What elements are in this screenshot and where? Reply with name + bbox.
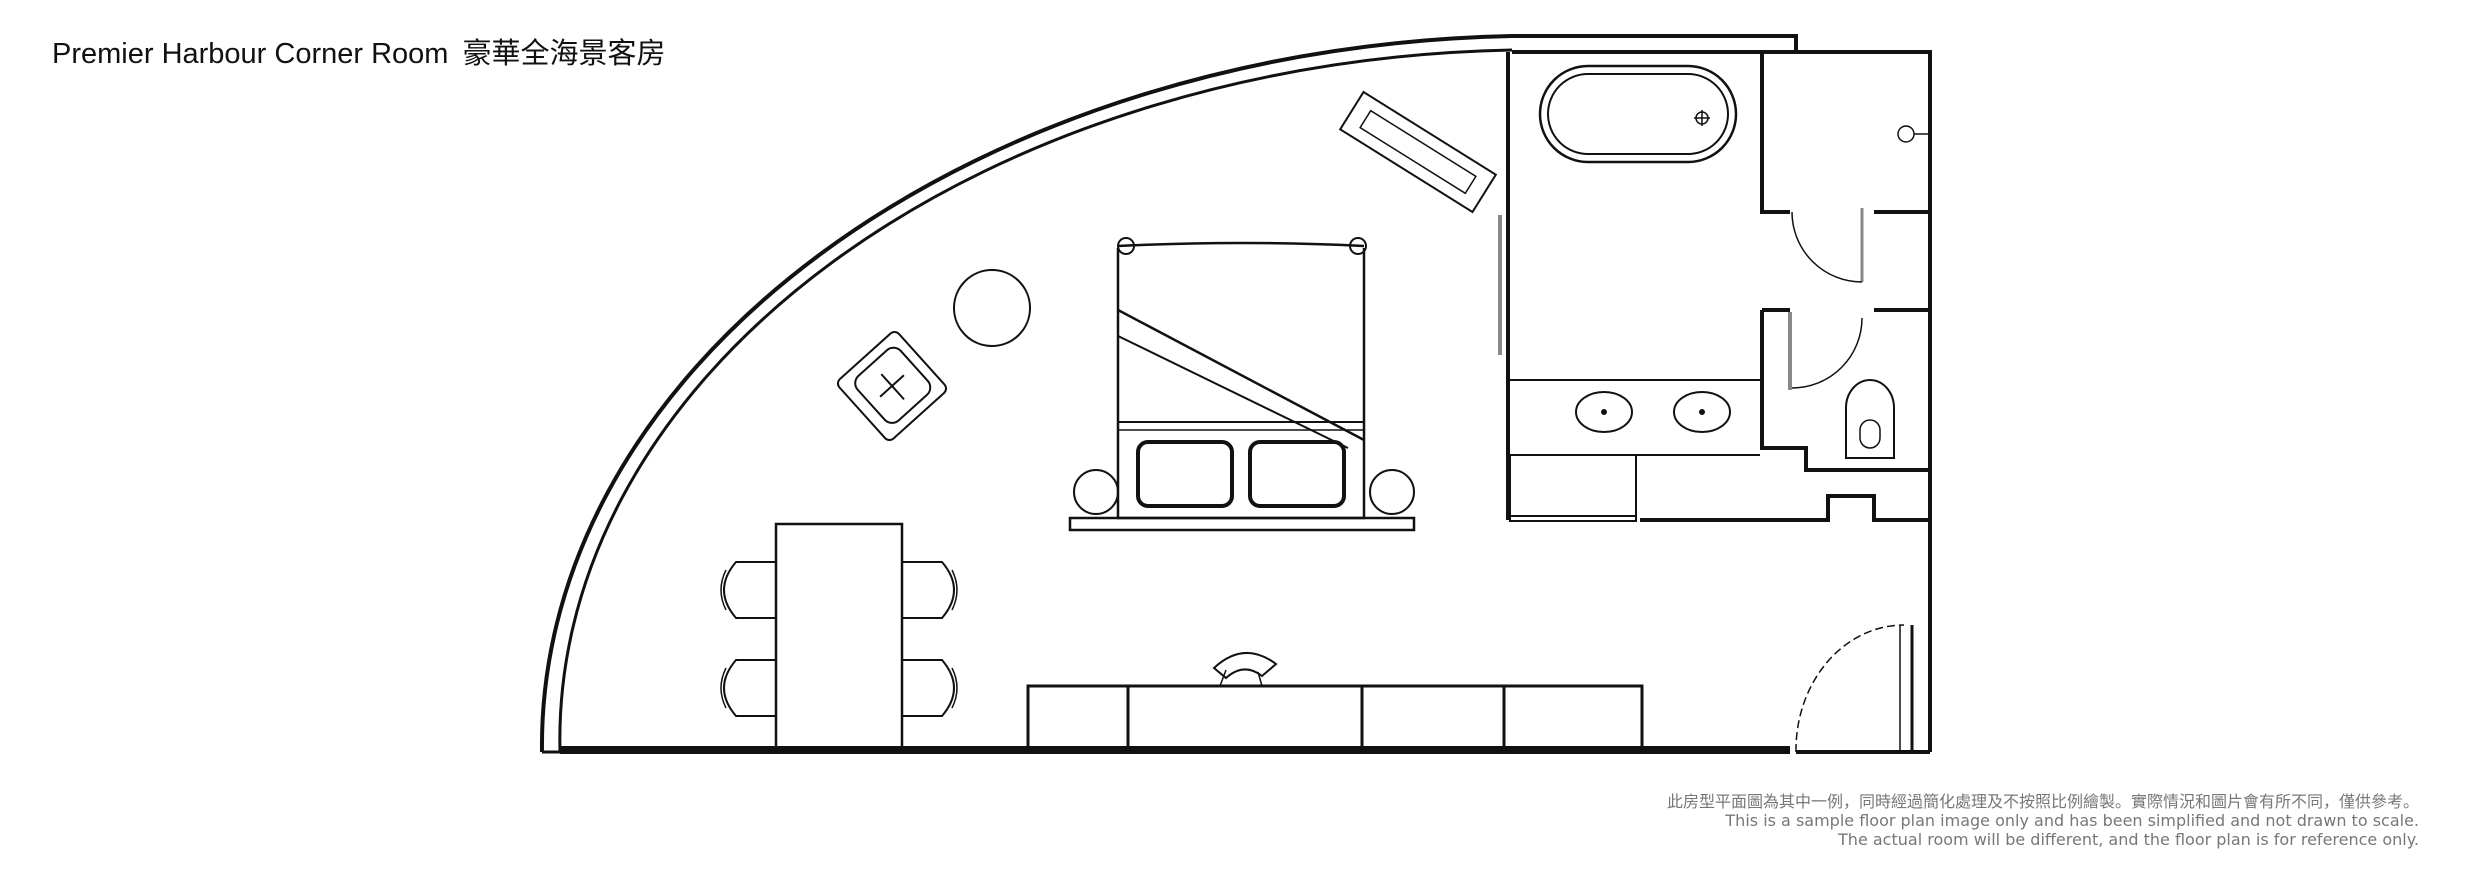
floor-plan-title: Premier Harbour Corner Room 豪華全海景客房 <box>52 30 665 72</box>
bed <box>1068 237 1416 532</box>
sliding-panels <box>1498 208 1864 390</box>
bathroom-walls <box>1506 52 1930 522</box>
room-name-en: Premier Harbour Corner Room <box>52 38 449 70</box>
pillows <box>1136 440 1346 508</box>
desk-cabinets <box>1026 684 1644 752</box>
toilet-door <box>1791 317 1863 389</box>
disclaimer: 此房型平面圖為其中一例，同時經過簡化處理及不按照比例繪製。實際情況和圖片會有所不… <box>1419 792 2419 849</box>
curved-window-wall <box>539 34 1513 754</box>
shower-fixture <box>1897 125 1928 143</box>
luggage-rack <box>1338 90 1498 214</box>
top-wall <box>1512 34 1932 752</box>
dining-table <box>774 522 904 752</box>
disclaimer-zh: 此房型平面圖為其中一例，同時經過簡化處理及不按照比例繪製。實際情況和圖片會有所不… <box>1666 792 2419 811</box>
bathtub <box>1538 64 1738 164</box>
room-name-zh: 豪華全海景客房 <box>462 38 666 70</box>
armchair <box>836 330 948 442</box>
toilet <box>1845 379 1895 459</box>
entrance-door <box>1795 624 1914 753</box>
disclaimer-en-line-1: This is a sample floor plan image only a… <box>1725 811 2419 830</box>
desk-chair <box>1212 651 1278 687</box>
side-table <box>953 269 1031 347</box>
dining-chairs <box>720 561 958 717</box>
disclaimer-en-line-2: The actual room will be different, and t… <box>1838 830 2419 849</box>
double-sink <box>1575 391 1731 433</box>
nightstands <box>1073 469 1415 515</box>
bathroom-door <box>1791 211 1863 283</box>
